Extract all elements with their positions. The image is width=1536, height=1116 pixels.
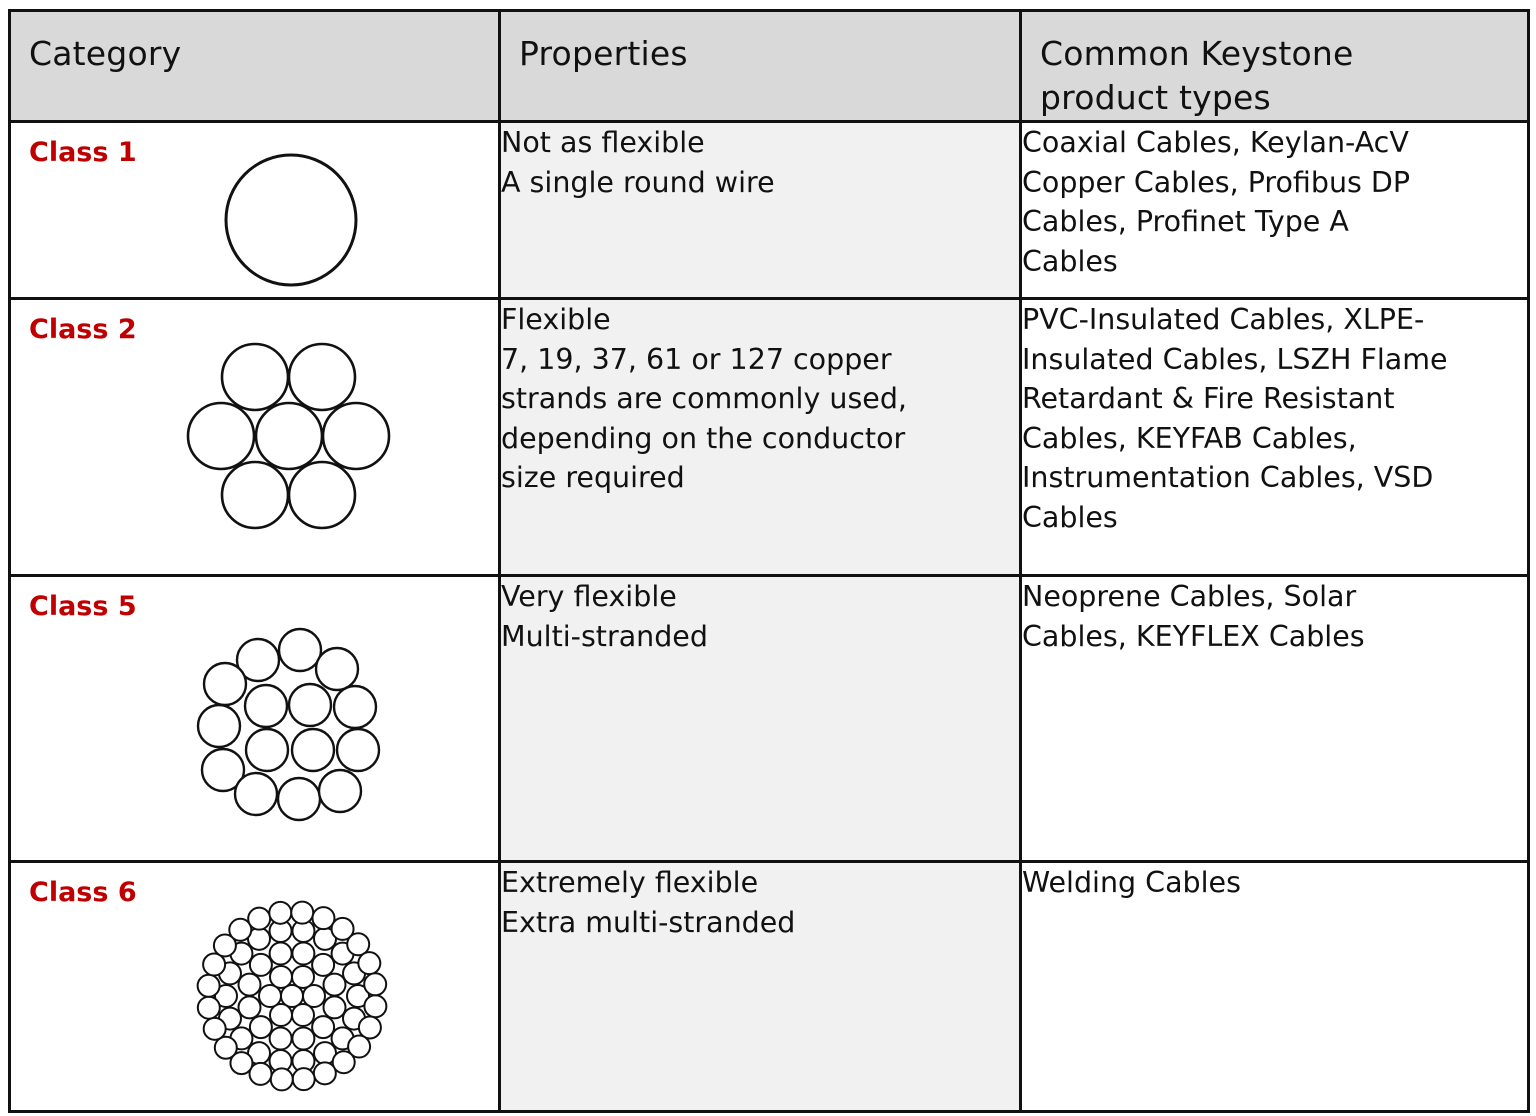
cell-text-line: Cables, KEYFLEX Cables: [1022, 619, 1365, 653]
class-label: Class 6: [29, 877, 137, 908]
cell-text-line: depending on the conductor: [501, 421, 906, 455]
cell-text-line: Not as flexible: [501, 126, 705, 159]
cell-text-line: Neoprene Cables, Solar: [1022, 580, 1357, 613]
cell-text-line: Insulated Cables, LSZH Flame: [1022, 342, 1448, 376]
class-label: Class 5: [29, 591, 137, 622]
cell-text-line: Coaxial Cables, Keylan-AcV: [1022, 126, 1409, 159]
cell-text-line: Very flexible: [501, 580, 677, 613]
header-category: Category: [8, 9, 501, 123]
products-cell: Welding Cables: [1019, 860, 1530, 1113]
cell-text-line: Cables: [1022, 244, 1118, 278]
table-row: Class 2 Flexible 7, 19, 37, 61 or 127 cop…: [8, 297, 1530, 577]
properties-cell: Not as flexible A single round wire: [498, 120, 1022, 300]
cell-text-line: strands are commonly used,: [501, 382, 907, 416]
cell-text-line: Instrumentation Cables, VSD: [1022, 461, 1434, 495]
cell-text-line: Extremely flexible: [501, 866, 759, 899]
products-cell: Coaxial Cables, Keylan-AcV Copper Cables,…: [1019, 120, 1530, 300]
cell-text-line: A single round wire: [501, 165, 775, 199]
category-cell: Class 6: [8, 860, 501, 1113]
cell-text-line: Welding Cables: [1022, 866, 1241, 899]
table-row: Class 1 Not as flexible A single round wi…: [8, 120, 1530, 300]
cell-text-line: Multi-stranded: [501, 619, 708, 653]
header-properties: Properties: [498, 9, 1022, 123]
cell-text-line: Cables, Profinet Type A: [1022, 205, 1349, 239]
cell-text-line: Cables: [1022, 500, 1118, 534]
cell-text-line: Copper Cables, Profibus DP: [1022, 165, 1411, 199]
cell-text-line: PVC-Insulated Cables, XLPE-: [1022, 303, 1425, 336]
class-label: Class 1: [29, 137, 137, 168]
properties-cell: Flexible 7, 19, 37, 61 or 127 copper stran…: [498, 297, 1022, 577]
cell-text-line: Retardant & Fire Resistant: [1022, 382, 1395, 416]
category-cell: Class 2: [8, 297, 501, 577]
products-cell: PVC-Insulated Cables, XLPE- Insulated Cab…: [1019, 297, 1530, 577]
cell-text-line: size required: [501, 461, 685, 495]
class-label: Class 2: [29, 314, 137, 345]
header-product-types: Common Keystone product types: [1019, 9, 1530, 123]
cell-text-line: Cables, KEYFAB Cables,: [1022, 421, 1357, 455]
cell-text-line: Extra multi-stranded: [501, 905, 796, 939]
cell-text-line: Flexible: [501, 303, 611, 336]
category-cell: Class 1: [8, 120, 501, 300]
cell-text-line: 7, 19, 37, 61 or 127 copper: [501, 342, 892, 376]
category-cell: Class 5: [8, 574, 501, 863]
conductor-class-table: Category Properties Common Keystone prod…: [8, 9, 1530, 1113]
header-row: Category Properties Common Keystone prod…: [8, 9, 1530, 123]
